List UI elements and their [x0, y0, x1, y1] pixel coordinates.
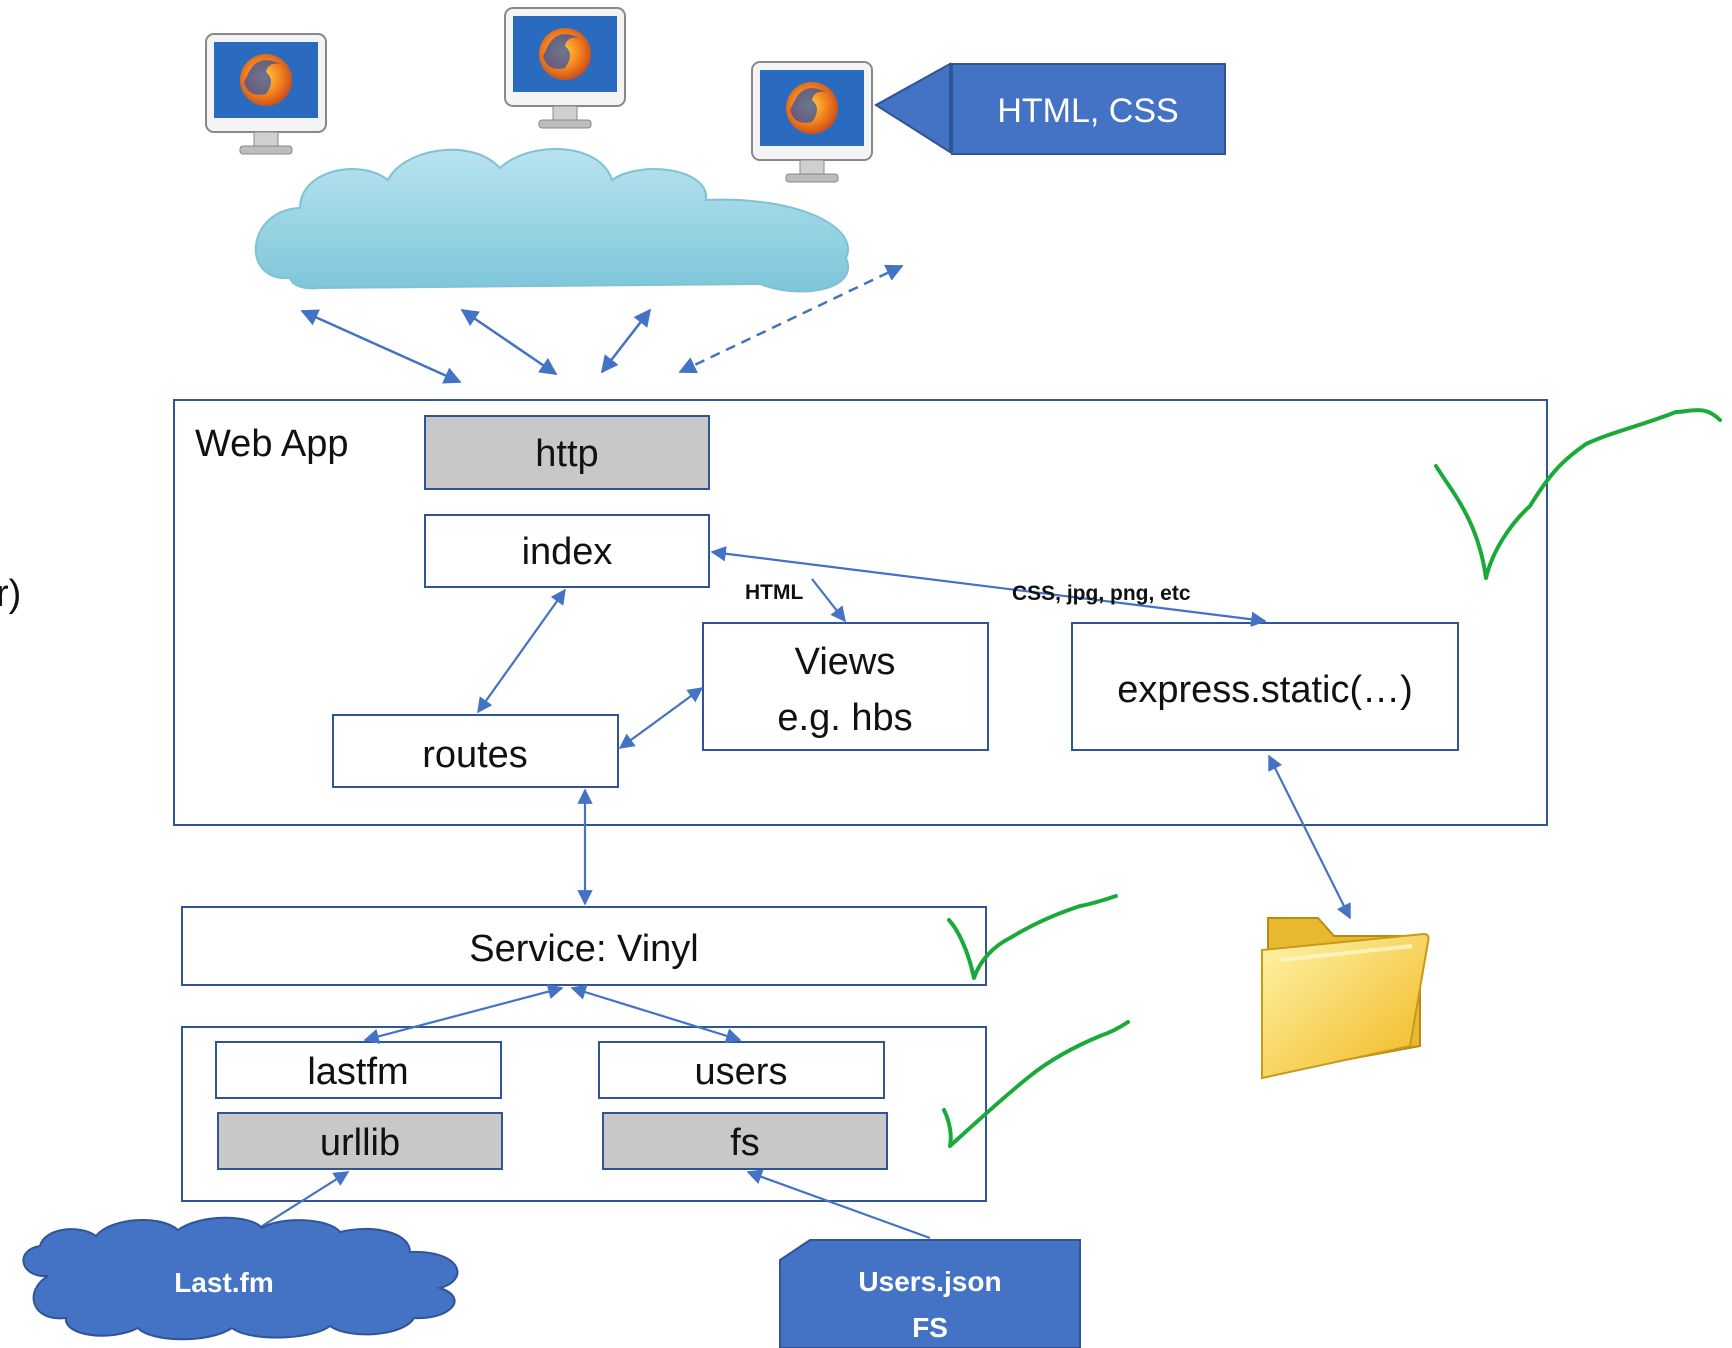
checkmark-icon [1434, 408, 1722, 580]
edge-label-html: HTML [745, 581, 803, 604]
left-edge-fragment: r) [0, 573, 21, 615]
users-json-file-icon [779, 1239, 1081, 1348]
arrow-cloud-webapp-dashed [678, 264, 904, 374]
urllib-box [217, 1112, 503, 1170]
express-static-label: express.static(…) [1117, 669, 1413, 711]
arrow-static-folder [1268, 754, 1351, 920]
arrow-index-routes [477, 588, 566, 714]
http-label: http [535, 433, 598, 475]
arrow-service-users [570, 984, 742, 1044]
checkmark-icon [942, 1020, 1130, 1148]
users-label: users [695, 1051, 788, 1093]
users-json-sublabel: FS [912, 1312, 948, 1343]
arrow-cloud-webapp-2 [460, 308, 558, 376]
users-json-label: Users.json [858, 1266, 1001, 1297]
arrow-cloud-webapp-1 [300, 309, 462, 384]
web-app-title: Web App [195, 423, 349, 465]
monitor-firefox-icon [504, 7, 626, 129]
arrow-service-lastfm [363, 984, 564, 1044]
views-box [702, 622, 989, 751]
urllib-label: urllib [320, 1122, 400, 1164]
folder-icon [1261, 917, 1430, 1080]
html-css-badge [951, 63, 1226, 155]
fs-box [602, 1112, 888, 1170]
lastfm-cloud-label: Last.fm [174, 1267, 274, 1298]
index-label: index [522, 531, 613, 573]
express-static-box [1071, 622, 1459, 751]
web-app-container [173, 399, 1548, 826]
callout-pointer [874, 62, 951, 154]
users-box [598, 1041, 885, 1099]
lastfm-label: lastfm [307, 1051, 408, 1093]
cloud-icon [254, 147, 850, 293]
arrow-fs-usersjson [746, 1169, 931, 1240]
service-vinyl-box [181, 906, 987, 986]
arrow-index-static [710, 546, 1267, 627]
html-css-label: HTML, CSS [997, 92, 1178, 130]
fs-label: fs [730, 1122, 760, 1164]
monitor-firefox-icon [751, 61, 873, 183]
views-label: Views [795, 641, 896, 683]
lastfm-box [215, 1041, 502, 1099]
http-box [424, 415, 710, 490]
edge-label-static: CSS, jpg, png, etc [1012, 582, 1191, 605]
routes-box [332, 714, 619, 788]
monitor-firefox-icon [205, 33, 327, 155]
arrow-routes-views [618, 687, 704, 749]
routes-label: routes [422, 734, 528, 776]
service-vinyl-label: Service: Vinyl [469, 928, 699, 970]
views-sublabel: e.g. hbs [777, 697, 912, 739]
arrow-cloud-webapp-3 [600, 308, 652, 374]
checkmark-icon [947, 894, 1118, 980]
arrow-index-views-html [811, 578, 846, 623]
index-box [424, 514, 710, 588]
lastfm-cloud-icon [22, 1216, 459, 1341]
